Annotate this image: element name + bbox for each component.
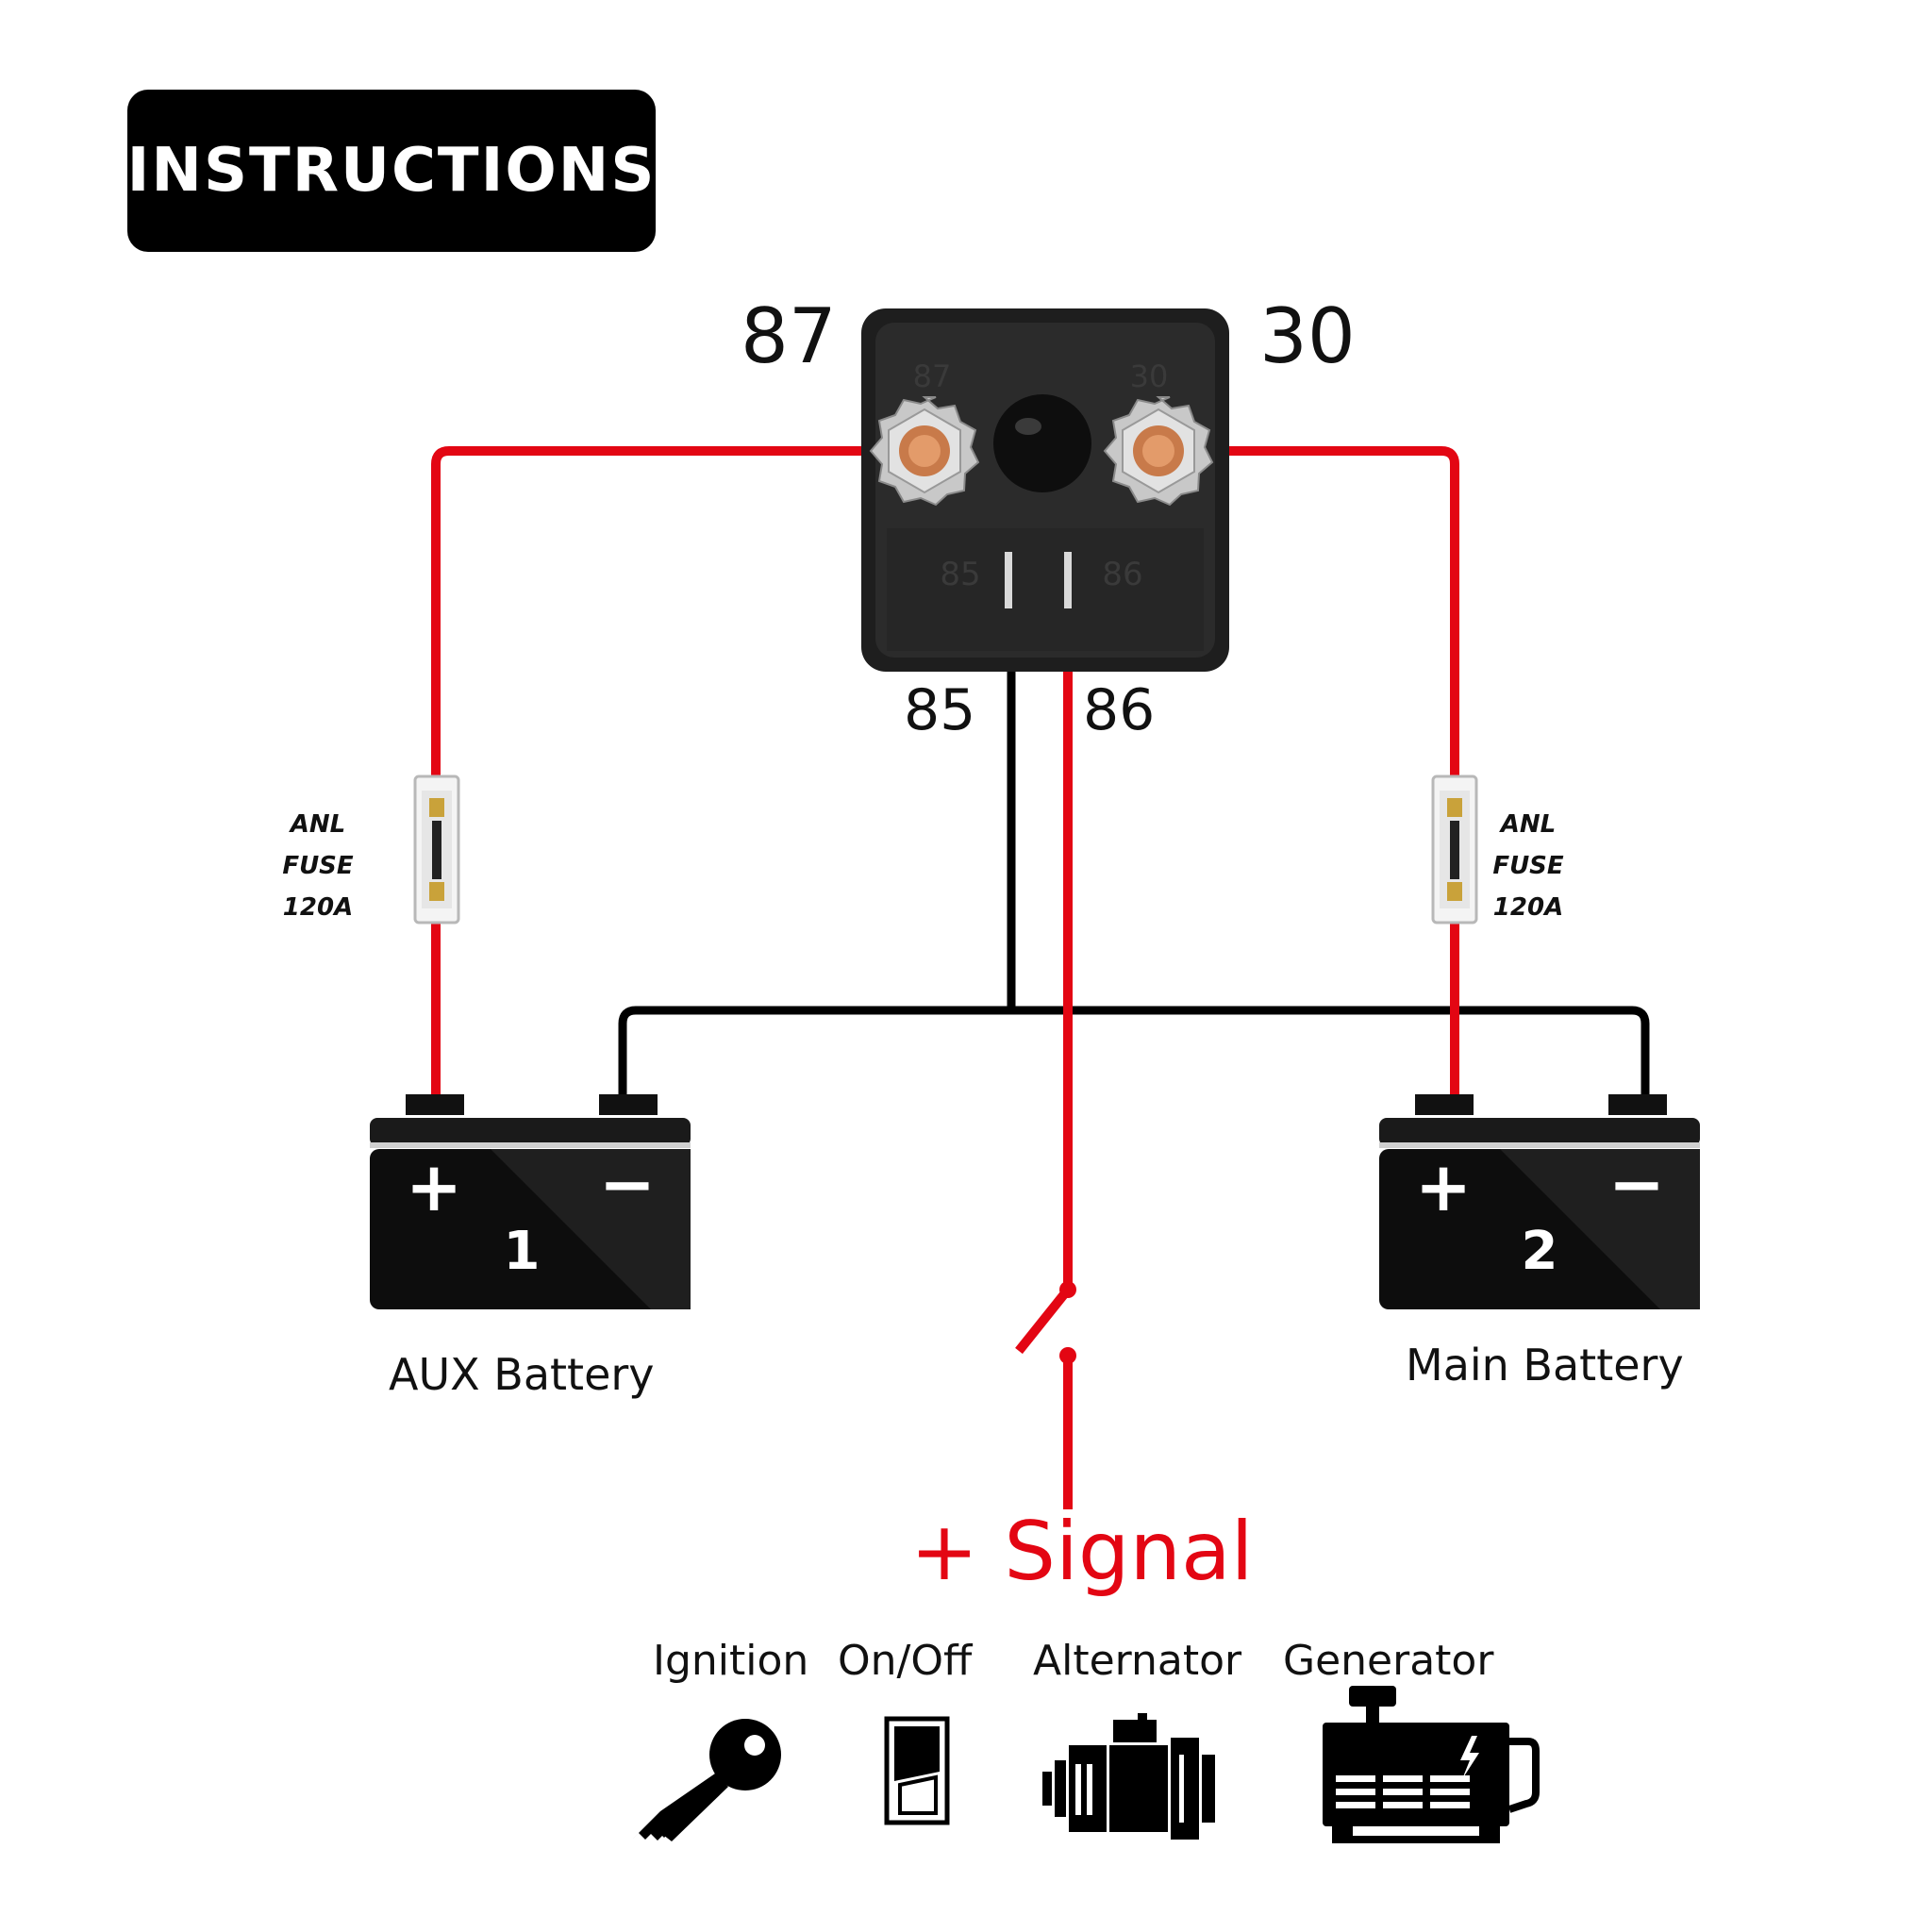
- battery-main-minus-post: [1608, 1094, 1667, 1115]
- alternator-icon: [1042, 1713, 1215, 1840]
- switch-lever: [1015, 1286, 1072, 1355]
- relay-indicator-dome: [993, 394, 1091, 492]
- battery-main-minus-sign: −: [1608, 1144, 1665, 1224]
- instructions-badge: INSTRUCTIONS: [127, 90, 656, 252]
- source-label-generator: Generator: [1283, 1637, 1494, 1685]
- battery-aux-number: 1: [504, 1221, 541, 1282]
- battery-aux-plus-post: [406, 1094, 464, 1115]
- fuse-left: [413, 774, 460, 924]
- fuse-right-rating: 120A: [1492, 893, 1564, 922]
- battery-aux: + − 1: [370, 1094, 691, 1309]
- page-title: INSTRUCTIONS: [126, 136, 657, 206]
- battery-aux-minus-post: [599, 1094, 658, 1115]
- relay-pin-86: [1064, 552, 1072, 608]
- ground-bus: [618, 1006, 1650, 1104]
- main-battery-label: Main Battery: [1406, 1340, 1684, 1391]
- battery-main-number: 2: [1522, 1221, 1558, 1282]
- fuse-right: [1431, 774, 1478, 924]
- relay-terminal-30-stud: [1103, 396, 1214, 507]
- fuse-left-label: ANL FUSE 120A: [257, 804, 379, 928]
- generator-icon: [1323, 1686, 1540, 1843]
- fuse-right-type: ANL FUSE: [1492, 810, 1564, 880]
- relay-embossed-87: 87: [913, 358, 952, 394]
- rocker-switch-icon: [884, 1716, 950, 1825]
- wire-terminal-87-to-aux-plus: [431, 446, 863, 1104]
- switch-contact-bottom: [1059, 1347, 1076, 1364]
- relay-embossed-86: 86: [1102, 556, 1142, 593]
- terminal-87-label: 87: [741, 292, 837, 380]
- fuse-right-label: ANL FUSE 120A: [1467, 804, 1590, 928]
- battery-aux-plus-sign: +: [406, 1147, 462, 1226]
- relay: 87 30 85 86: [861, 308, 1229, 672]
- battery-main-plus-sign: +: [1415, 1147, 1472, 1226]
- relay-terminal-87-stud: [869, 396, 980, 507]
- pin-86-label: 86: [1083, 677, 1156, 743]
- relay-pin-85: [1005, 552, 1012, 608]
- wire-terminal-30-to-main-plus: [1226, 446, 1459, 1104]
- signal-label: + Signal: [910, 1505, 1254, 1599]
- fuse-left-rating: 120A: [282, 893, 354, 922]
- positive-wires: [431, 446, 1459, 1509]
- relay-embossed-30: 30: [1130, 358, 1169, 394]
- source-label-alternator: Alternator: [1033, 1637, 1242, 1685]
- battery-main: + − 2: [1379, 1094, 1700, 1309]
- pin-85-label: 85: [904, 677, 976, 743]
- terminal-30-label: 30: [1259, 292, 1356, 380]
- aux-battery-label: AUX Battery: [389, 1349, 655, 1400]
- ground-wires: [618, 672, 1650, 1104]
- key-icon: [633, 1719, 781, 1841]
- battery-main-plus-post: [1415, 1094, 1474, 1115]
- fuse-left-type: ANL FUSE: [282, 810, 354, 880]
- switch-contact-top: [1059, 1281, 1076, 1298]
- relay-embossed-85: 85: [940, 556, 980, 593]
- source-label-onoff: On/Off: [838, 1637, 973, 1685]
- battery-aux-minus-sign: −: [599, 1144, 656, 1224]
- source-label-ignition: Ignition: [653, 1637, 809, 1685]
